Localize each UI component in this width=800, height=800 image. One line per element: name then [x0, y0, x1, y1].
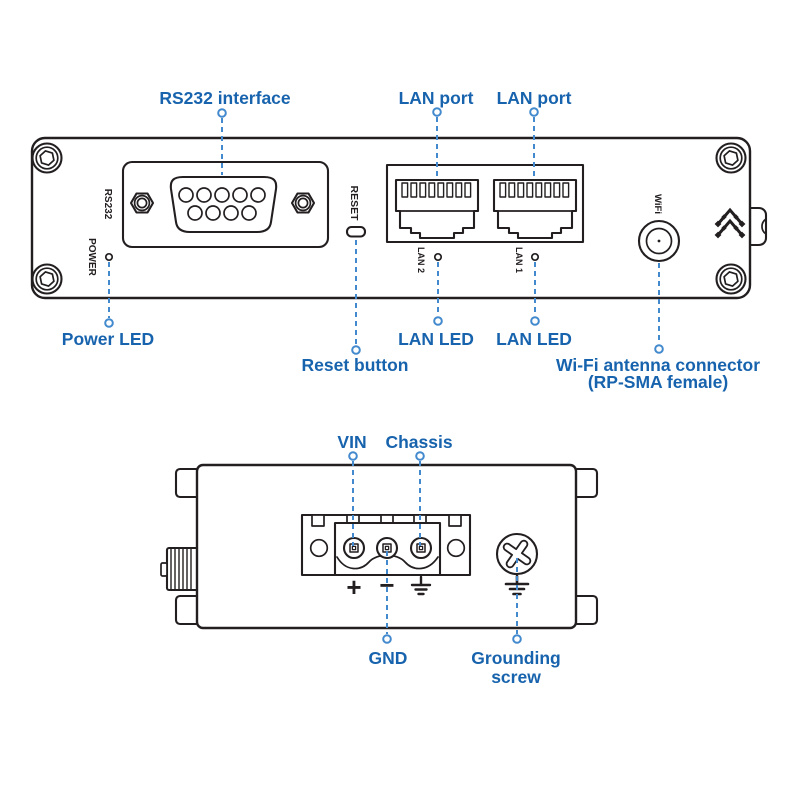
callout-dot [351, 345, 361, 355]
callout-label: LAN LED [496, 329, 572, 349]
callout-dot [432, 107, 442, 117]
db9-pins [178, 187, 266, 221]
callout-power-led: Power LED [62, 262, 154, 349]
callout-dot [382, 634, 392, 644]
callout-rs232-interface: RS232 interface [159, 88, 291, 175]
callout-dot [104, 318, 114, 328]
side-connector-bump [748, 206, 768, 247]
jack-screw-icon [129, 192, 155, 214]
callout-dot [433, 316, 443, 326]
side-connector-bump-notch [761, 218, 767, 235]
callout-lan-port-right: LAN port [497, 88, 572, 177]
chassis-earth-icon [410, 575, 432, 596]
panel-marking-rs232: RS232 [102, 189, 113, 220]
callout-dot [348, 451, 358, 461]
callout-label: RS232 interface [159, 88, 291, 108]
jack-screw-icon [290, 192, 316, 214]
callout-label: LAN port [497, 88, 572, 108]
callout-grounding-screw: Grounding screw [471, 558, 561, 687]
brand-logo-icon [714, 207, 746, 239]
callout-lan-led-right: LAN LED [496, 262, 572, 349]
reset-hole [345, 225, 367, 238]
callout-dot [654, 344, 664, 354]
callout-reset-button: Reset button [302, 240, 409, 375]
callout-label: Reset button [302, 355, 409, 375]
callout-dot [512, 634, 522, 644]
callout-label-line2: screw [491, 667, 541, 687]
corner-screw-icon [31, 263, 63, 295]
callout-chassis: Chassis [385, 432, 453, 546]
wifi-rpsma-connector [637, 219, 681, 263]
callout-lan-port-left: LAN port [399, 88, 474, 177]
panel-marking-power: POWER [86, 238, 97, 277]
callout-label: LAN LED [398, 329, 474, 349]
callout-wifi-connector: Wi-Fi antenna connector (RP-SMA female) [556, 263, 760, 392]
callout-label-line1: Wi-Fi antenna connector [556, 355, 760, 375]
callout-label: Chassis [385, 432, 452, 452]
callout-label: GND [369, 648, 408, 668]
grounding-screw [495, 532, 539, 576]
panel-marking-lan2: LAN 2 [416, 247, 426, 273]
callout-dot [217, 108, 227, 118]
callout-label: LAN port [399, 88, 474, 108]
panel-marking-reset: RESET [348, 185, 360, 221]
terminal-vin [342, 536, 366, 560]
callout-label: VIN [337, 432, 366, 452]
minus-symbol: − [379, 570, 394, 600]
callout-label: Power LED [62, 329, 154, 349]
callout-label-line2: (RP-SMA female) [588, 372, 728, 392]
antenna-stub [160, 546, 201, 592]
corner-screw-icon [31, 142, 63, 174]
corner-screw-icon [715, 263, 747, 295]
power-terminal-block [300, 513, 472, 577]
callout-label-line1: Grounding [471, 648, 560, 668]
lan2-led-dot [433, 252, 443, 262]
corner-screw-icon [715, 142, 747, 174]
bottom-panel-view: + − VIN Chassis [160, 432, 599, 687]
callout-dot [415, 451, 425, 461]
callout-gnd: GND [369, 551, 408, 668]
callout-vin: VIN [337, 432, 367, 546]
front-panel-view: RS232 POWER RESET LAN 2 LAN 1 WiFi [30, 88, 768, 392]
db9-connector [169, 175, 278, 234]
callout-lan-led-left: LAN LED [398, 262, 474, 349]
panel-marking-lan1: LAN 1 [514, 247, 524, 273]
callout-dot [530, 316, 540, 326]
terminal-chassis [409, 536, 433, 560]
power-led-dot [104, 252, 114, 262]
lan1-led-dot [530, 252, 540, 262]
panel-marking-wifi: WiFi [652, 194, 663, 214]
callout-dot [529, 107, 539, 117]
plus-symbol: + [346, 572, 361, 602]
